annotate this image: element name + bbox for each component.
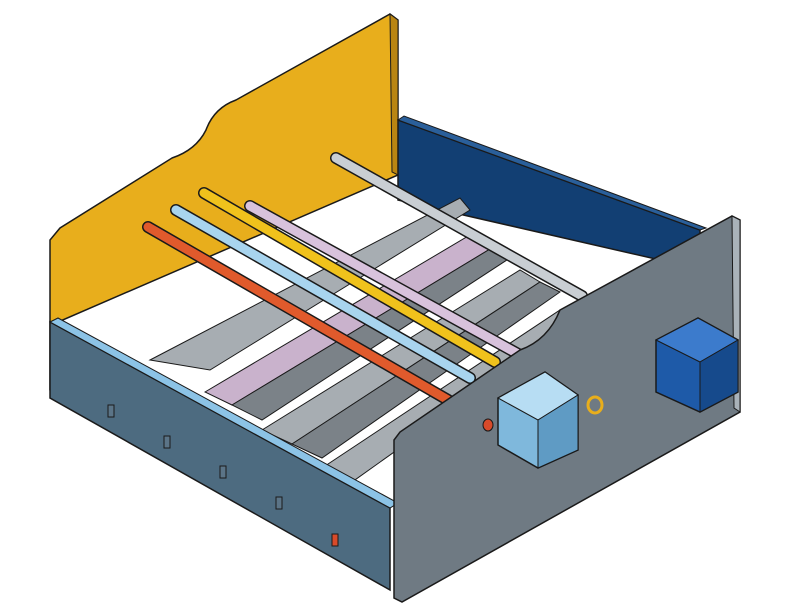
side-hole-red — [482, 418, 494, 432]
rod-yellow — [199, 188, 500, 367]
rod-light-blue — [171, 205, 475, 383]
tab-slot — [219, 465, 227, 479]
rod-lilac — [245, 201, 525, 360]
side-hole-yellow — [586, 395, 604, 415]
tab-slot — [163, 435, 171, 449]
tab-slot — [107, 404, 115, 418]
rod-grey — [331, 153, 587, 301]
right-back-panel — [397, 118, 701, 261]
right-back-top — [396, 115, 708, 231]
front-knob — [496, 371, 579, 469]
rod-orange — [143, 222, 453, 405]
tab-slot-red — [331, 533, 339, 547]
right-knob — [654, 317, 740, 413]
tab-slot — [275, 496, 283, 510]
front-tabs — [107, 404, 339, 547]
rods — [142, 152, 588, 406]
